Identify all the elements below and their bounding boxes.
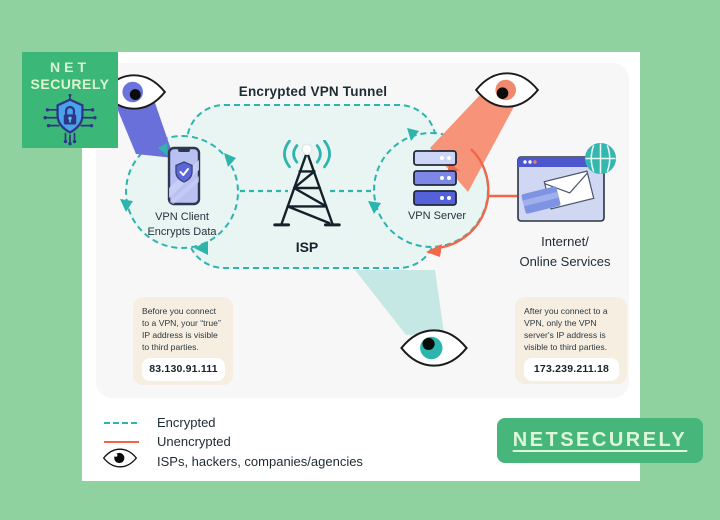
unencrypted-curve-arrowhead: [426, 244, 442, 257]
client-circle-arrow-left: [120, 199, 133, 212]
unencrypted-curve: [436, 148, 490, 250]
legend-eye-icon: [103, 448, 137, 468]
watcher-eye-orange-icon: [474, 72, 540, 108]
smartphone-icon: [167, 146, 201, 206]
legend-watchers-label: ISPs, hackers, companies/agencies: [157, 454, 363, 469]
before-vpn-text: Before you connect to a VPN, your “true”…: [142, 306, 221, 352]
internet-label: Internet/ Online Services: [501, 232, 629, 271]
vpn-ip-value: 173.239.211.18: [524, 358, 619, 381]
tunnel-title: Encrypted VPN Tunnel: [238, 84, 388, 99]
isp-tower-icon: [273, 140, 341, 227]
netsecurely-badge-label: NETSECURELY: [512, 429, 688, 451]
watcher-eye-blue-icon: [101, 74, 167, 110]
logo-text-securely: SECURELY: [30, 76, 110, 92]
globe-icon: [584, 142, 617, 175]
before-vpn-callout: Before you connect to a VPN, your “true”…: [133, 297, 233, 385]
legend-encrypted-swatch: [104, 422, 137, 424]
credit-card-icon: [521, 186, 561, 214]
isp-label: ISP: [295, 239, 319, 255]
after-vpn-callout: After you connect to a VPN, only the VPN…: [515, 297, 627, 384]
vpn-client-label: VPN Client Encrypts Data: [130, 210, 234, 240]
client-circle-arrow-bottom: [194, 241, 208, 255]
watcher-eye-teal-icon: [400, 329, 468, 367]
vpn-client-label-line2: Encrypts Data: [147, 225, 217, 238]
server-circle-arrow-top: [407, 128, 419, 141]
hacker-beam-left: [112, 96, 174, 158]
vpn-client-label-line1: VPN Client: [155, 211, 209, 223]
legend-unencrypted-swatch: [104, 441, 139, 443]
browser-window-icon: [517, 156, 605, 222]
true-ip-value: 83.130.91.111: [142, 358, 225, 381]
shield-circuit-icon: [43, 94, 97, 146]
server-circle-arrow-left: [368, 201, 381, 214]
hacker-beam-bottom: [355, 270, 444, 335]
netsecurely-logo: NET SECURELY: [22, 52, 118, 148]
legend-encrypted-label: Encrypted: [157, 415, 216, 430]
logo-text-net: NET: [50, 59, 90, 75]
vpn-server-icon: [413, 150, 457, 206]
vpn-server-label: VPN Server: [407, 210, 467, 222]
client-circle-arrow-right: [224, 153, 236, 167]
netsecurely-badge-button[interactable]: NETSECURELY: [497, 418, 703, 463]
client-circle-arrow-top: [158, 143, 168, 156]
internet-label-line2: Online Services: [519, 253, 611, 269]
legend-unencrypted-label: Unencrypted: [157, 434, 231, 449]
internet-label-line1: Internet/: [541, 234, 589, 249]
after-vpn-text: After you connect to a VPN, only the VPN…: [524, 306, 608, 352]
